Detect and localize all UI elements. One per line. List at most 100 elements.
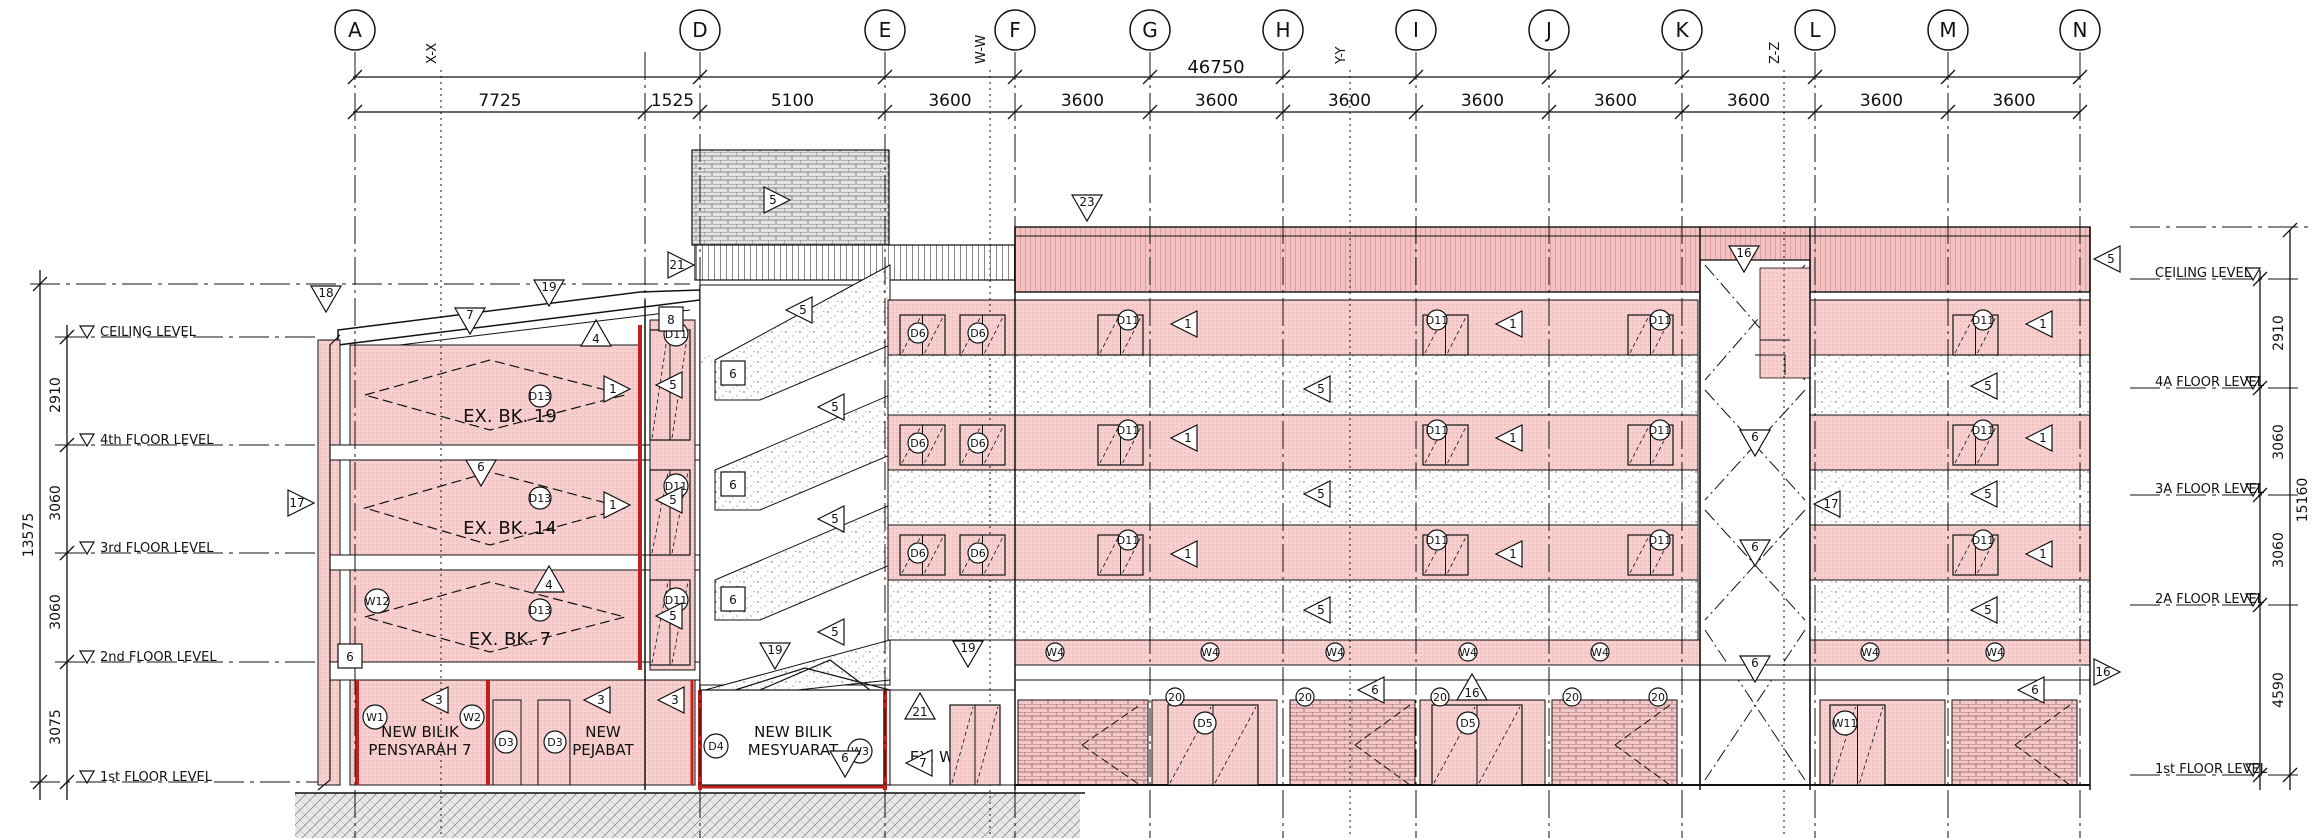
tag-tri-n18: 18 <box>309 285 343 314</box>
tag-tri-n3: 3 <box>656 686 685 714</box>
svg-text:6: 6 <box>1371 683 1379 697</box>
svg-text:6: 6 <box>841 751 849 765</box>
section-marker-y: Y-Y <box>1334 46 1349 65</box>
section-marker-z: Z-Z <box>1768 42 1783 64</box>
svg-text:6: 6 <box>729 367 737 381</box>
window-d6-e2-1 <box>959 424 1006 466</box>
tag-tri-n1: 1 <box>603 491 632 519</box>
bay-dimension-11: 3600 <box>1860 91 1903 111</box>
tag-tri-n5: 5 <box>654 486 683 514</box>
svg-text:5: 5 <box>1984 487 1992 501</box>
tag-d5: D5 <box>1456 711 1480 735</box>
tag-d6: D6 <box>967 322 989 344</box>
tag-d6: D6 <box>907 542 929 564</box>
tag-d11: D11 <box>1426 309 1448 331</box>
door-ex-wall <box>949 704 1001 786</box>
svg-text:D3: D3 <box>498 736 513 749</box>
tag-d11: D11 <box>1972 309 1994 331</box>
tag-d4: D4 <box>703 733 729 759</box>
svg-text:5: 5 <box>669 378 677 392</box>
svg-text:16: 16 <box>1464 686 1479 700</box>
svg-text:21: 21 <box>912 705 927 719</box>
grid-bubble-h <box>1262 9 1304 51</box>
tag-tri-n1: 1 <box>603 375 632 403</box>
svg-text:D13: D13 <box>529 492 551 505</box>
svg-text:20: 20 <box>1168 691 1182 704</box>
svg-text:1: 1 <box>609 498 617 512</box>
bay-dimension-3: 5100 <box>771 91 814 111</box>
tag-tri-n1: 1 <box>1169 424 1198 452</box>
svg-text:W4: W4 <box>1046 646 1064 659</box>
svg-text:W12: W12 <box>365 595 390 608</box>
tag-tri-n5: 5 <box>654 602 683 630</box>
tag-w4: W4 <box>1325 642 1345 662</box>
tag-tri-n5: 5 <box>816 393 845 421</box>
svg-text:6: 6 <box>1751 430 1759 444</box>
svg-text:D11: D11 <box>1426 534 1448 547</box>
right-height-4: 4590 <box>2271 672 2287 708</box>
svg-text:D4: D4 <box>708 740 723 753</box>
svg-text:19: 19 <box>960 641 975 655</box>
room-label-pensyarah-2: PENSYARAH 7 <box>368 741 471 759</box>
tag-tri-n6: 6 <box>2016 676 2045 704</box>
grid-bubble-l <box>1794 9 1836 51</box>
bay-dimension-8: 3600 <box>1461 91 1504 111</box>
grid-label-d: D <box>692 18 707 42</box>
left-level-3rd: 3rd FLOOR LEVEL <box>100 541 214 556</box>
grid-label-f: F <box>1009 18 1021 42</box>
svg-text:D6: D6 <box>910 547 925 560</box>
svg-text:5: 5 <box>831 512 839 526</box>
right-level-2a: 2A FLOOR LEVEL <box>2155 592 2265 607</box>
bay-dimension-1: 7725 <box>478 91 521 111</box>
svg-text:W4: W4 <box>1986 646 2004 659</box>
tag-tri-n3: 3 <box>420 686 449 714</box>
svg-text:D11: D11 <box>1117 314 1139 327</box>
svg-text:6: 6 <box>477 460 485 474</box>
bay-dimension-9: 3600 <box>1594 91 1637 111</box>
tag-w4: W4 <box>1458 642 1478 662</box>
tag-tri-n5: 5 <box>1302 375 1331 403</box>
tag-n20: 20 <box>1430 687 1450 707</box>
right-height-1: 2910 <box>2271 315 2287 351</box>
tag-d11: D11 <box>1972 419 1994 441</box>
tag-tri-n21: 21 <box>903 691 937 720</box>
room-label-ex-bk-19: EX. BK. 19 <box>463 406 557 427</box>
tag-tri-n5: 5 <box>1969 596 1998 624</box>
tag-tri-n1: 1 <box>2024 540 2053 568</box>
svg-text:3: 3 <box>671 693 679 707</box>
tag-tri-n1: 1 <box>1494 424 1523 452</box>
svg-text:1: 1 <box>1509 317 1517 331</box>
tag-tri-n1: 1 <box>1169 540 1198 568</box>
existing-block-left: EX. BK. 19 EX. BK. 14 EX. BK. 7 NEW BILI… <box>317 285 701 791</box>
svg-text:D11: D11 <box>665 594 687 607</box>
svg-text:3: 3 <box>435 693 443 707</box>
room-label-mesyuarat-2: MESYUARAT <box>748 741 839 759</box>
grid-bubble-n <box>2059 9 2101 51</box>
svg-text:21: 21 <box>669 258 684 272</box>
tag-box-n6: 6 <box>720 586 746 612</box>
svg-text:W2: W2 <box>463 711 481 724</box>
tag-tri-n5: 5 <box>1969 480 1998 508</box>
svg-text:19: 19 <box>541 280 556 294</box>
svg-text:D6: D6 <box>970 437 985 450</box>
left-total-height: 13575 <box>21 513 37 558</box>
bay-dimension-2: 1525 <box>651 91 694 111</box>
svg-text:23: 23 <box>1079 195 1094 209</box>
tag-d6: D6 <box>967 432 989 454</box>
tag-tri-n21: 21 <box>667 251 696 279</box>
grid-bubble-g <box>1129 9 1171 51</box>
overall-dimension: 46750 <box>1187 57 1244 78</box>
svg-text:5: 5 <box>799 303 807 317</box>
svg-text:20: 20 <box>1565 691 1579 704</box>
tag-tri-n16: 16 <box>1455 672 1489 701</box>
svg-text:6: 6 <box>1751 656 1759 670</box>
left-height-1: 2910 <box>48 377 64 413</box>
bay-dimension-6: 3600 <box>1195 91 1238 111</box>
right-level-ceiling: CEILING LEVEL <box>2155 266 2252 281</box>
tag-tri-n5: 5 <box>1302 596 1331 624</box>
tag-w4: W4 <box>1985 642 2005 662</box>
svg-text:3: 3 <box>597 693 605 707</box>
grid-bubble-f <box>994 9 1036 51</box>
tag-w4: W4 <box>1590 642 1610 662</box>
svg-text:20: 20 <box>1651 691 1665 704</box>
